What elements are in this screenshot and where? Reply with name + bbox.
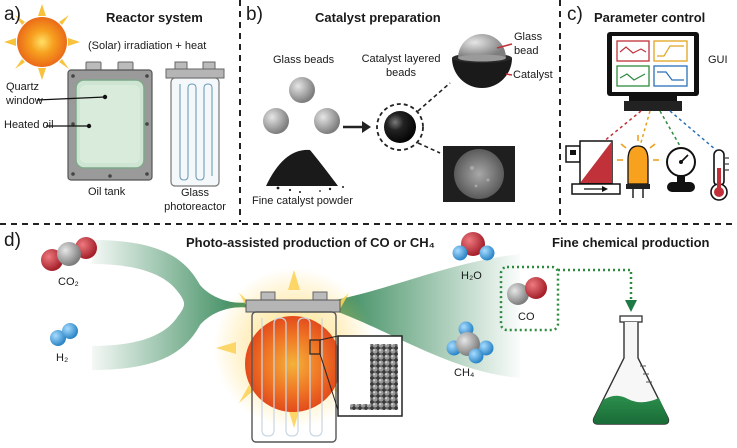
photo-production-title: Photo-assisted production of CO or CH₄ bbox=[186, 235, 435, 250]
panel-d-label: d) bbox=[4, 230, 21, 251]
gui-monitor bbox=[607, 32, 699, 111]
co2-label: CO₂ bbox=[58, 276, 79, 288]
flask-icon bbox=[592, 315, 670, 425]
catalyst-label: Catalyst bbox=[513, 69, 553, 81]
fine-chemical-title: Fine chemical production bbox=[552, 235, 710, 250]
co-selection-box bbox=[499, 265, 560, 332]
catalyst-layered-beads-label: Catalyst layered beads bbox=[361, 53, 441, 79]
glass-bead-label: Glass bead bbox=[514, 31, 543, 57]
oil-tank-label: Oil tank bbox=[88, 186, 126, 198]
glass-photoreactor bbox=[165, 61, 225, 187]
glass-bead-pointer bbox=[496, 43, 513, 49]
glass-beads-group bbox=[263, 77, 340, 134]
glass-beads-label: Glass beads bbox=[273, 54, 335, 66]
catalyst-bead-outline bbox=[376, 103, 424, 151]
bead-packing-inset bbox=[337, 335, 403, 417]
bead-cross-section bbox=[452, 34, 512, 88]
panel-c-label: c) bbox=[567, 4, 583, 25]
h2-label: H₂ bbox=[56, 352, 69, 364]
irradiation-label: (Solar) irradiation + heat bbox=[88, 40, 207, 52]
quartz-pointer-dot bbox=[102, 94, 108, 100]
parameter-control-title: Parameter control bbox=[594, 10, 706, 25]
thermometer-icon bbox=[710, 149, 729, 201]
zoom-line-bottom bbox=[417, 142, 441, 154]
signal-lines bbox=[597, 110, 717, 151]
catalyst-bead bbox=[384, 111, 416, 143]
panel-b-label: b) bbox=[246, 4, 263, 25]
catalyst-pointer bbox=[505, 73, 513, 76]
panel-a-label: a) bbox=[4, 4, 21, 25]
big-reactor bbox=[214, 268, 374, 443]
h2-molecule bbox=[50, 323, 78, 346]
oil-pointer-dot bbox=[86, 123, 92, 129]
lamp-icon bbox=[617, 135, 659, 198]
glass-photoreactor-label: Glass photoreactor bbox=[164, 187, 226, 213]
sem-image bbox=[443, 146, 515, 202]
quartz-pointer bbox=[36, 96, 106, 101]
pressure-gauge-icon bbox=[666, 147, 696, 192]
ch4-label: CH₄ bbox=[454, 367, 475, 379]
mass-flow-controller-icon bbox=[565, 140, 621, 195]
catalyst-preparation-title: Catalyst preparation bbox=[315, 10, 441, 25]
h2o-molecule bbox=[452, 232, 495, 261]
heated-oil-label: Heated oil bbox=[4, 119, 54, 131]
process-arrow-head bbox=[362, 121, 371, 133]
catalyst-powder-pile bbox=[266, 149, 344, 193]
feed-flow-left bbox=[92, 240, 255, 370]
zoom-line-top bbox=[417, 82, 451, 112]
h2o-label: H₂O bbox=[461, 270, 482, 282]
oil-tank bbox=[67, 61, 153, 181]
quartz-window-label: Quartz window bbox=[6, 81, 43, 107]
co-transfer-arrowhead bbox=[625, 300, 637, 312]
fine-catalyst-powder-label: Fine catalyst powder bbox=[252, 195, 353, 207]
co-molecule bbox=[507, 277, 547, 305]
gui-label: GUI bbox=[708, 54, 728, 66]
sun-icon bbox=[4, 4, 80, 80]
co2-molecule bbox=[41, 237, 97, 271]
co-transfer-path bbox=[558, 268, 633, 302]
co-label: CO bbox=[518, 311, 535, 323]
reactor-system-title: Reactor system bbox=[106, 10, 203, 25]
ch4-molecule bbox=[446, 321, 494, 364]
